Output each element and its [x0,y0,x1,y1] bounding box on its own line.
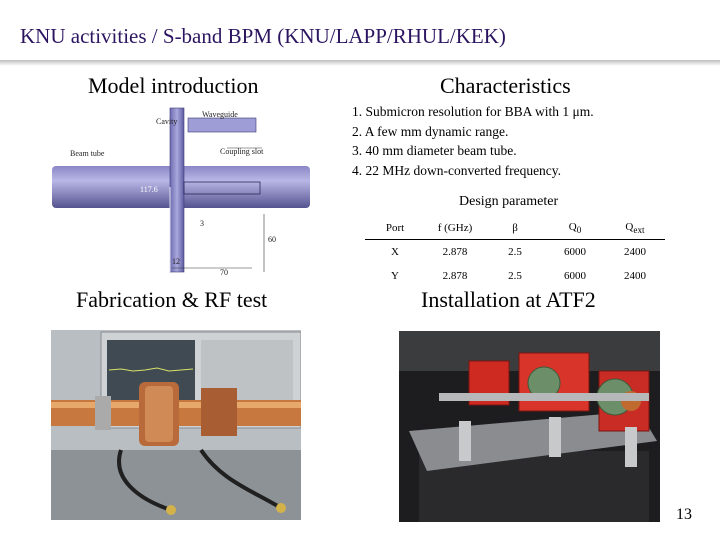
model-introduction-heading: Model introduction [88,73,259,98]
table-header-cell: Qext [605,217,665,240]
table-cell: Y [391,270,399,282]
coupling-slot-shape [183,181,261,195]
qext-subscript: ext [633,225,645,236]
page-title: KNU activities / S-band BPM (KNU/LAPP/RH… [20,24,506,48]
characteristic-item: 1. Submicron resolution for BBA with 1 μ… [352,104,594,119]
installation-heading: Installation at ATF2 [421,287,596,312]
page-number: 13 [676,506,692,523]
waveguide-label: Waveguide [202,110,238,119]
beam-tube-label: Beam tube [70,149,105,158]
cavity-label: Cavity [156,117,177,126]
table-cell: 6000 [564,246,586,258]
design-parameter-label: Design parameter [459,194,559,209]
dimension-label: 117.6 [140,185,158,194]
fabrication-heading: Fabrication & RF test [76,287,268,312]
installation-photo [399,331,660,522]
table-header-cell: Port [365,217,425,240]
dimension-label: 12 [172,257,180,266]
dimension-label: 60 [268,235,276,244]
bpm-model-diagram: Cavity Waveguide Coupling slot Beam tube… [52,107,310,276]
characteristic-item: 3. 40 mm diameter beam tube. [352,143,517,158]
table-row: X 2.878 2.5 6000 2400 [365,240,665,265]
table-header-cell: β [485,217,545,240]
table-cell: 2.878 [442,270,468,282]
characteristics-list: 1. Submicron resolution for BBA with 1 μ… [352,102,594,180]
table-cell: 2.5 [508,270,522,282]
table-cell: 2400 [624,246,646,258]
table-cell: 2400 [624,270,646,282]
q0-subscript: 0 [576,225,582,236]
cavity-shape [169,107,185,273]
table-header-cell: f (GHz) [425,217,485,240]
characteristic-item: 2. A few mm dynamic range. [352,123,509,139]
dimension-label: 3 [200,219,204,228]
table-cell: 2.5 [508,246,522,258]
design-parameter-table: Port f (GHz) β Q0 Qext X 2.878 2.5 6000 … [365,217,665,288]
coupling-slot-label: Coupling slot [220,147,264,156]
table-cell: X [391,246,399,258]
table-header-cell: Q0 [545,217,605,240]
fabrication-photo [51,330,301,520]
table-cell: 6000 [564,270,586,282]
dimension-label: 70 [220,268,228,276]
waveguide-shape [187,117,257,133]
table-row: Y 2.878 2.5 6000 2400 [365,264,665,288]
table-header-row: Port f (GHz) β Q0 Qext [365,217,665,240]
table-cell: 2.878 [442,246,468,258]
title-divider [0,60,720,66]
characteristic-item: 4. 22 MHz down-converted frequency. [352,162,562,178]
characteristics-heading: Characteristics [440,73,571,98]
